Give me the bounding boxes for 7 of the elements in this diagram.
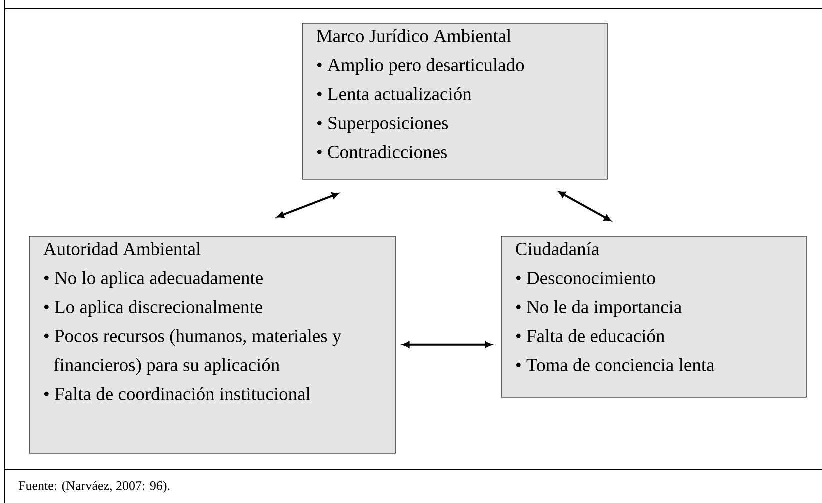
text-box: Ciudadanía • Desconocimiento • No le da importancia • Falta de educación • Toma de conciencia lenta	[501, 236, 807, 398]
source-note: Fuente: (Narváez, 2007: 96).	[18, 481, 170, 493]
text-box: Autoridad Ambiental • No lo aplica adecuadamente • Lo aplica discrecionalmente • Pocos recursos (humanos, materiales y financieros) para su aplicación • Falta de coordinación institucional	[29, 236, 396, 454]
double-arrow	[403, 342, 492, 348]
double-arrow	[558, 191, 612, 222]
text-box: Marco Jurídico Ambiental • Amplio pero desarticulado • Lenta actualización • Superposiciones • Contradicciones	[302, 23, 608, 180]
double-arrow	[277, 192, 339, 218]
